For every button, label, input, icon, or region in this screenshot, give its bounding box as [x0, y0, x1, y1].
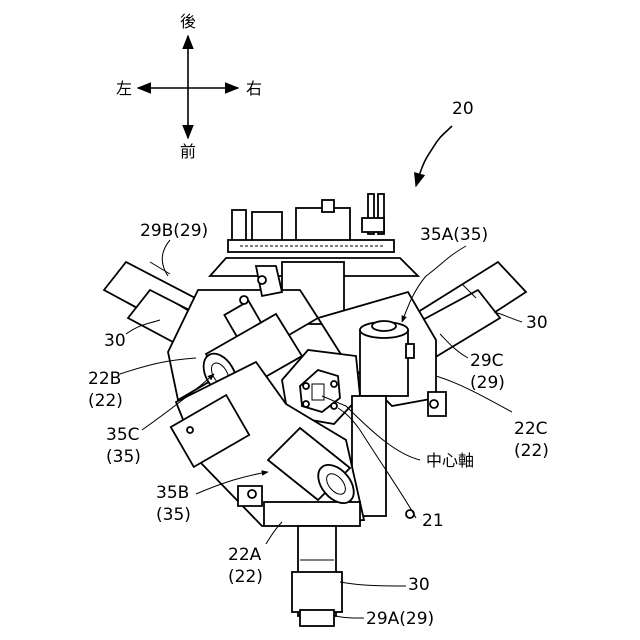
ref-20: 20	[416, 99, 474, 186]
label-29C: 29C	[470, 351, 504, 371]
dir-front: 前	[180, 142, 196, 161]
label-22C: 22C	[514, 419, 548, 439]
label-center-axis: 中心軸	[426, 451, 474, 470]
label-20: 20	[452, 99, 474, 119]
top-board	[228, 194, 394, 252]
label-35A: 35A(35)	[420, 225, 488, 245]
label-35C-paren: (35)	[106, 447, 141, 467]
label-30-left: 30	[104, 331, 126, 351]
direction-compass: 後 前 左 右	[116, 12, 262, 161]
arm-29A	[292, 526, 342, 626]
machine-assembly	[104, 194, 526, 626]
label-30-bottom: 30	[408, 575, 430, 595]
label-22B: 22B	[88, 369, 121, 389]
leader-29A	[336, 616, 364, 618]
label-35C: 35C	[106, 425, 140, 445]
label-30-right: 30	[526, 313, 548, 333]
dir-left: 左	[116, 79, 132, 98]
dir-back: 後	[180, 12, 196, 31]
label-21: 21	[422, 511, 444, 531]
label-22A: 22A	[228, 545, 262, 565]
label-22C-paren: (22)	[514, 441, 549, 461]
label-35B-paren: (35)	[156, 505, 191, 525]
ref-20-arrow	[416, 126, 452, 186]
dir-right: 右	[246, 79, 262, 98]
label-29B: 29B(29)	[140, 221, 208, 241]
label-29C-paren: (29)	[470, 373, 505, 393]
leader-30-bottom	[340, 582, 406, 586]
label-35B: 35B	[156, 483, 189, 503]
label-22B-paren: (22)	[88, 391, 123, 411]
label-22A-paren: (22)	[228, 567, 263, 587]
label-29A: 29A(29)	[366, 609, 434, 629]
motor-35A	[360, 321, 414, 396]
